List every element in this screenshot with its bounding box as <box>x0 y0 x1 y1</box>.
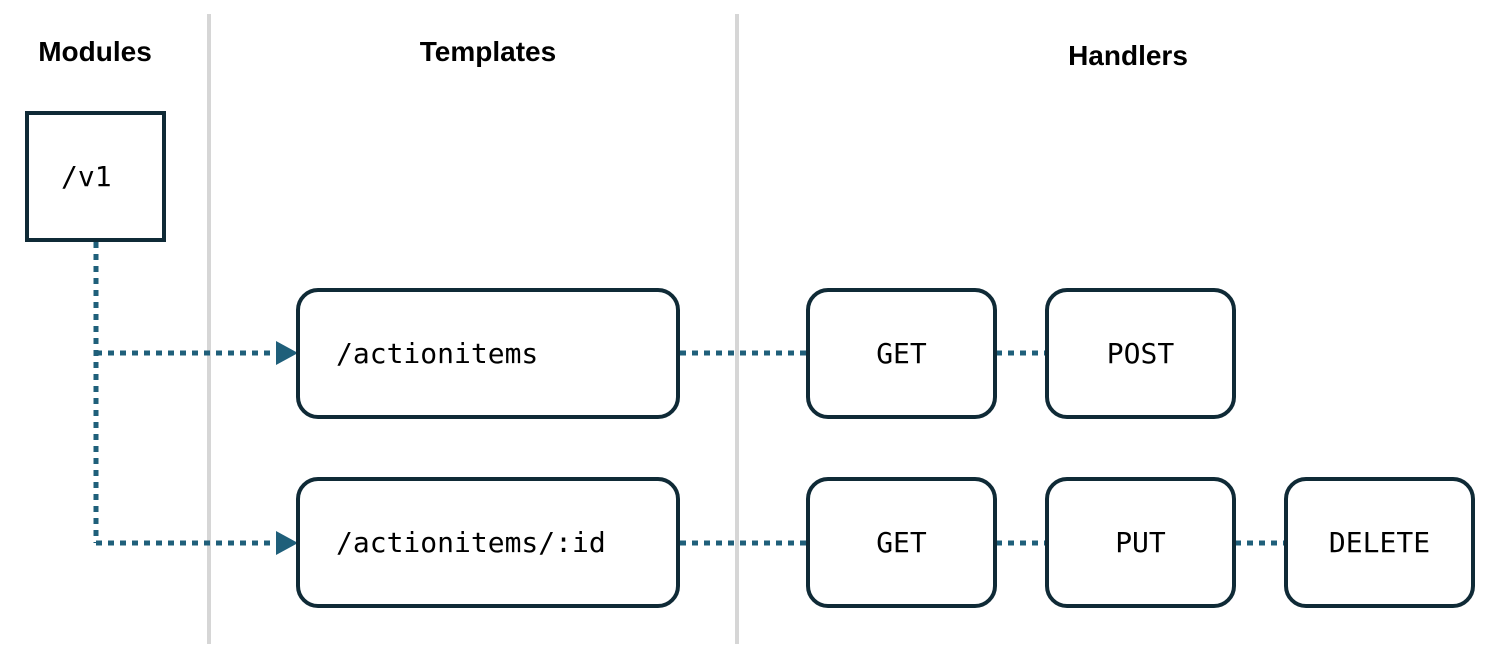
handler-node-delete: DELETE <box>1284 477 1475 608</box>
handler-node-get: GET <box>806 288 997 419</box>
arrowhead-template-1 <box>276 341 298 365</box>
template-node-actionitems-id: /actionitems/:id <box>296 477 680 608</box>
column-header-handlers: Handlers <box>1068 40 1188 71</box>
handler-node-get: GET <box>806 477 997 608</box>
column-header-modules: Modules <box>38 36 152 67</box>
arrowhead-template-2 <box>276 531 298 555</box>
column-divider-left <box>207 14 211 644</box>
column-divider-right <box>735 14 739 644</box>
template-node-actionitems: /actionitems <box>296 288 680 419</box>
handler-node-put: PUT <box>1045 477 1236 608</box>
module-node-v1: /v1 <box>25 111 166 242</box>
handler-node-post: POST <box>1045 288 1236 419</box>
column-header-templates: Templates <box>419 36 557 67</box>
